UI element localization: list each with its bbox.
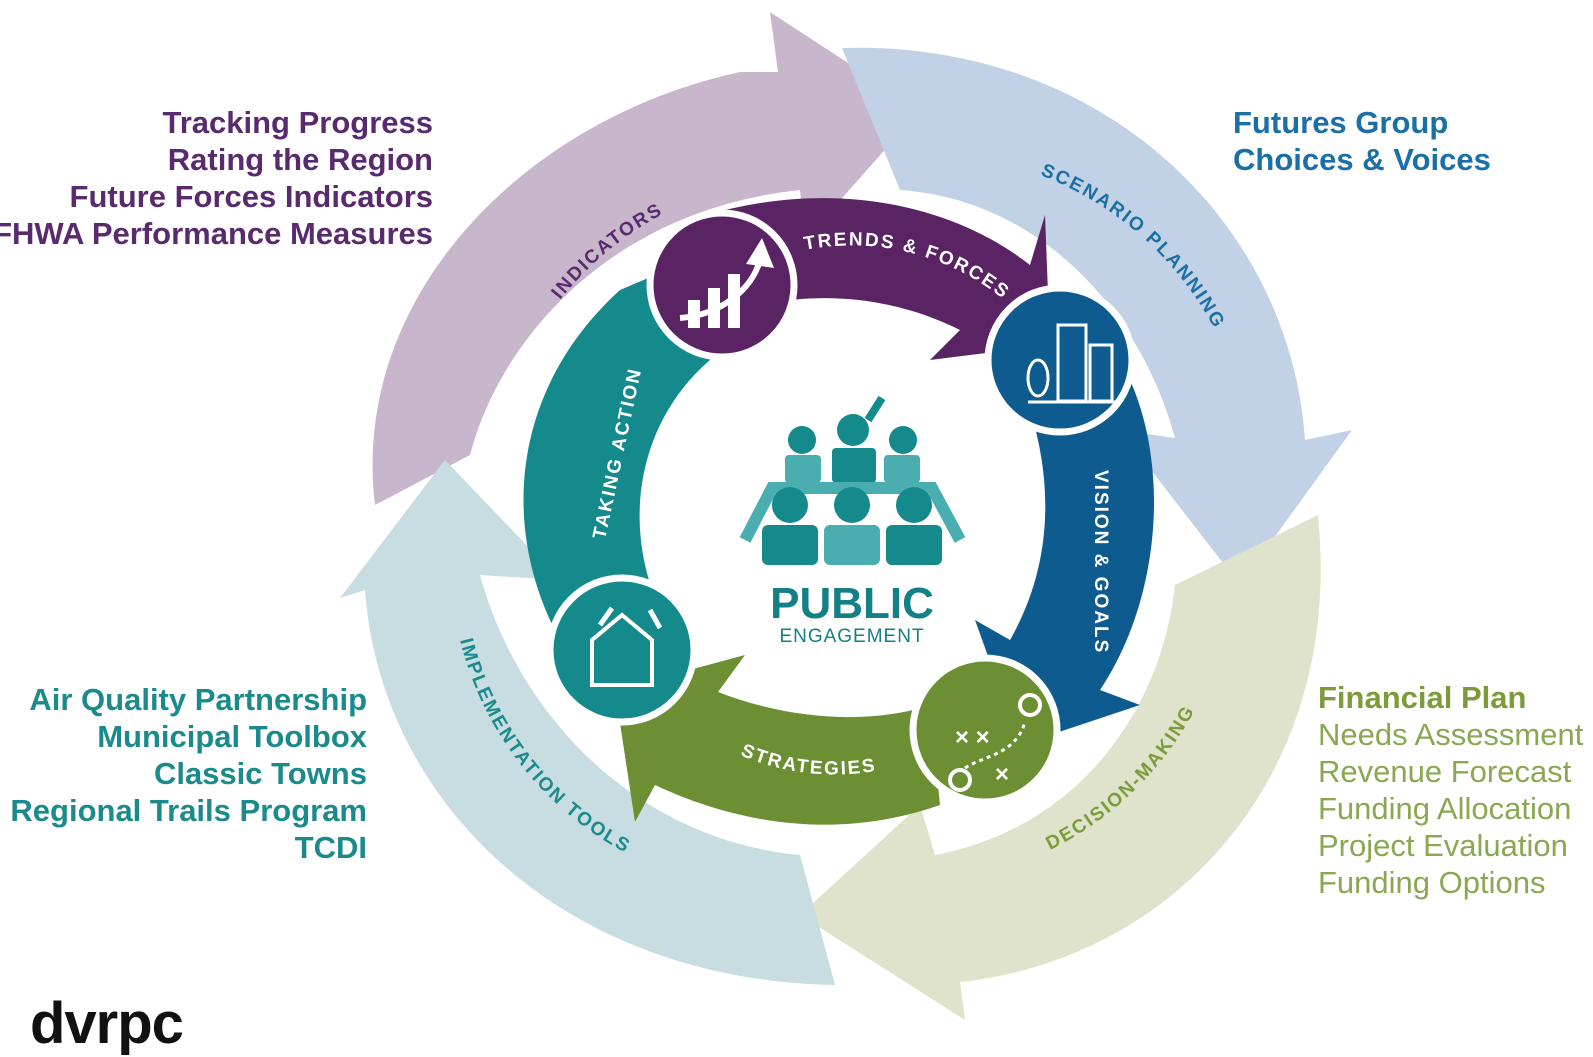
outer-arrow-scenario [842, 47, 1352, 586]
inner-arrow-action [523, 260, 710, 640]
play-diagram-icon: × × × [909, 654, 1061, 806]
list-item[interactable]: FHWA Performance Measures [0, 216, 433, 251]
center-subtitle: ENGAGEMENT [779, 626, 924, 647]
outer-cycle [340, 12, 1352, 1020]
inner-cycle [523, 198, 1154, 825]
list-item[interactable]: Revenue Forecast [1318, 754, 1572, 789]
list-item[interactable]: Classic Towns [153, 756, 367, 791]
list-item[interactable]: TCDI [294, 830, 367, 865]
list-item[interactable]: Futures Group [1233, 105, 1449, 140]
list-item[interactable]: Air Quality Partnership [29, 682, 367, 717]
list-item[interactable]: Tracking Progress [162, 105, 433, 140]
list-item[interactable]: Project Evaluation [1318, 828, 1568, 863]
list-item[interactable]: Municipal Toolbox [97, 719, 367, 754]
dvrpc-logo: dvrpc [30, 991, 184, 1056]
public-engagement-emblem [739, 395, 966, 565]
cycle-diagram: INDICATORS SCENARIO PLANNING DECISION-MA… [340, 12, 1352, 1020]
center-title: PUBLIC [770, 579, 934, 628]
svg-text:× ×: × × [955, 724, 990, 751]
list-heading[interactable]: Financial Plan [1318, 680, 1527, 715]
indicators-list: Tracking Progress Rating the Region Futu… [0, 104, 433, 252]
svg-text:×: × [995, 761, 1009, 788]
inner-arrow-strategies [615, 655, 940, 825]
list-item[interactable]: Funding Options [1318, 865, 1546, 900]
decision-list: Financial Plan Needs Assessment Revenue … [1318, 679, 1583, 901]
tools-icon [546, 574, 698, 726]
buildings-icon [984, 284, 1136, 436]
list-item[interactable]: Rating the Region [167, 142, 433, 177]
list-item[interactable]: Funding Allocation [1318, 791, 1572, 826]
outer-arrow-indicators [372, 12, 920, 505]
outer-arrow-implementation [340, 460, 835, 985]
inner-label-vision: VISION & GOALS [1090, 470, 1111, 654]
outer-arrow-decision [800, 515, 1321, 1020]
list-item[interactable]: Choices & Voices [1233, 142, 1491, 177]
inner-arrow-trends [725, 198, 1050, 360]
implementation-list: Air Quality Partnership Municipal Toolbo… [10, 681, 367, 866]
list-item[interactable]: Needs Assessment [1318, 717, 1584, 752]
inner-arrow-vision [975, 380, 1154, 745]
list-item[interactable]: Regional Trails Program [10, 793, 367, 828]
list-item[interactable]: Future Forces Indicators [69, 179, 433, 214]
scenario-list: Futures Group Choices & Voices [1233, 104, 1491, 178]
trend-arrow-icon [646, 209, 798, 361]
